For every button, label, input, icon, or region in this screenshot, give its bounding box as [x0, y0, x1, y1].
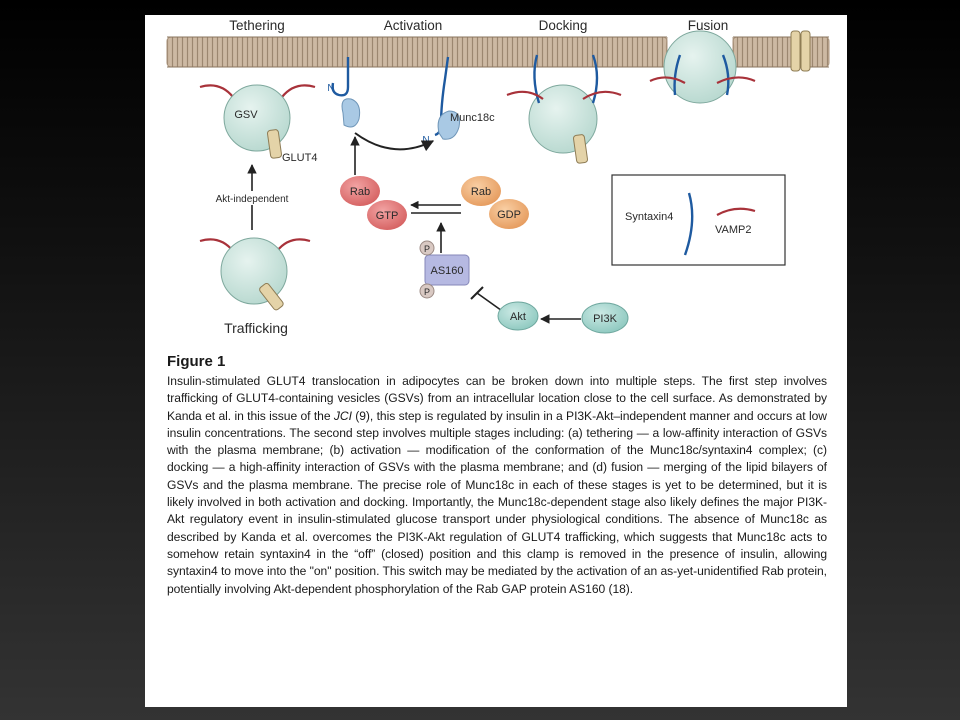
caption-text-part1: Insulin-stimulated GLUT4 translocation i… [167, 374, 827, 423]
rab-gtp-label-gtp: GTP [376, 210, 399, 222]
stage-title-fusion: Fusion [688, 18, 729, 33]
pi3k-label: PI3K [593, 313, 618, 325]
gsv-label: GSV [234, 109, 258, 121]
glut4-translocation-diagram: Tethering Activation Docking Fusion GSV … [166, 18, 830, 336]
n-terminus-label-left: N [327, 83, 334, 94]
gsv-vesicle-fusing [649, 30, 756, 104]
phospho-label-top: P [424, 244, 430, 254]
rab-gdp-label-rab: Rab [471, 186, 491, 198]
stage-title-docking: Docking [539, 18, 588, 33]
caption-journal: JCI [333, 408, 352, 423]
rab-gtp-complex [340, 176, 407, 230]
rab-gdp-complex [461, 176, 529, 229]
figure-title: Figure 1 [167, 353, 226, 370]
as160-label: AS160 [430, 265, 463, 277]
caption-text-part2: (9), this step is regulated by insulin i… [167, 408, 827, 596]
gsv-vesicle-docked [506, 54, 622, 164]
stage-title-tethering: Tethering [229, 18, 285, 33]
as160-protein [419, 240, 470, 299]
figure-panel: Tethering Activation Docking Fusion GSV … [145, 15, 847, 707]
vamp2-legend-icon [716, 207, 756, 216]
membrane-channel-icon [790, 30, 811, 72]
rab-gdp-label-gdp: GDP [497, 209, 521, 221]
caption-text: Insulin-stimulated GLUT4 translocation i… [167, 373, 827, 598]
akt-label: Akt [510, 311, 526, 323]
glut4-label: GLUT4 [282, 152, 317, 164]
stage-title-activation: Activation [384, 18, 443, 33]
legend-vamp2-label: VAMP2 [715, 224, 751, 236]
figure-caption: Figure 1 Insulin-stimulated GLUT4 transl… [167, 353, 827, 598]
activation-arrow [354, 132, 435, 152]
akt-independent-label: Akt-independent [216, 194, 289, 205]
gsv-vesicle-trafficking [199, 237, 311, 311]
munc18c-label: Munc18c [450, 112, 495, 124]
syntaxin-munc18c-closed [331, 57, 361, 128]
phospho-label-bottom: P [424, 287, 430, 297]
pi3k-protein [581, 302, 629, 334]
legend-syntaxin4-label: Syntaxin4 [625, 211, 673, 223]
inhibition-bar [470, 286, 484, 300]
legend-box [611, 174, 786, 266]
syntaxin4-legend-icon [683, 192, 694, 256]
trafficking-label: Trafficking [224, 320, 288, 336]
gsv-vesicle-tethered [199, 84, 316, 159]
rab-gtp-label-rab: Rab [350, 186, 370, 198]
akt-protein [497, 301, 539, 331]
syntaxin-munc18c-open [434, 56, 460, 140]
